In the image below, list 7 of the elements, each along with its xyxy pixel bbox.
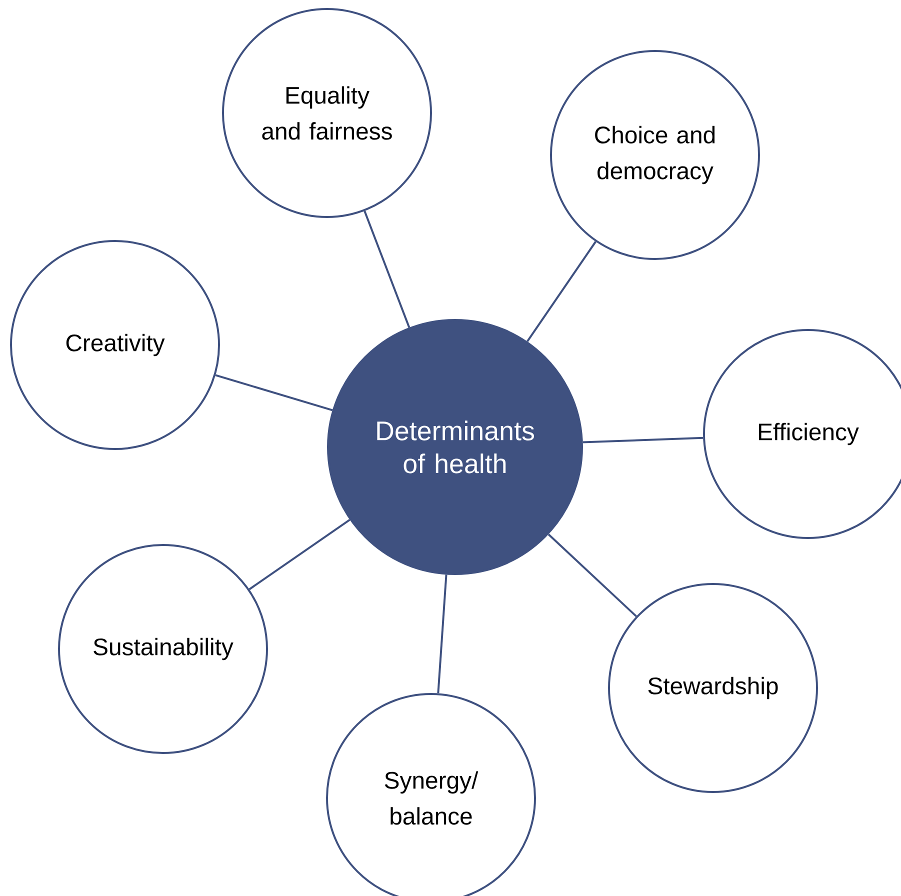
connector-line [364,210,410,328]
connector-line [582,436,704,444]
connector-line [437,574,448,694]
connector-line [248,519,350,590]
connector-line [548,534,637,618]
connector-line [215,374,333,412]
connector-line [526,241,596,342]
